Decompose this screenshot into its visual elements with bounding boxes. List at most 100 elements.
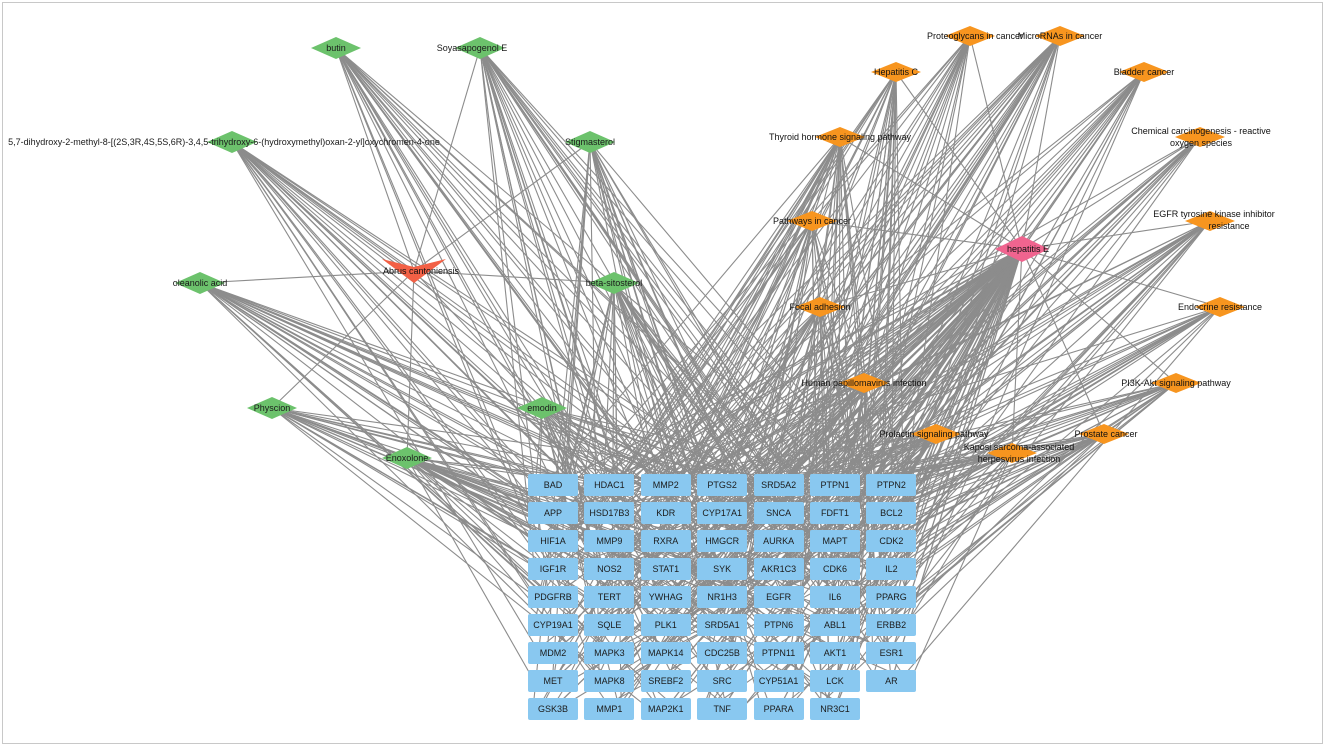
target-node[interactable]: SREBF2 [640, 670, 691, 692]
target-node[interactable]: HIF1A [528, 530, 578, 552]
pathway-node[interactable] [911, 424, 961, 444]
target-node[interactable]: APP [528, 502, 578, 524]
disease-node[interactable] [995, 236, 1049, 262]
target-node[interactable]: MMP1 [584, 698, 635, 720]
pathway-node[interactable] [795, 297, 845, 317]
pathway-label: resistance [1208, 221, 1249, 231]
target-node[interactable]: CDK2 [866, 530, 917, 552]
target-node[interactable]: TNF [697, 698, 748, 720]
edge-pathway-target [653, 136, 841, 542]
target-node[interactable]: PTPN6 [753, 614, 804, 636]
target-node[interactable]: ESR1 [866, 642, 917, 664]
edge-compound-target [406, 457, 678, 542]
target-node[interactable]: PPARG [866, 586, 917, 608]
target-node[interactable]: CDK6 [810, 558, 860, 580]
compound-node[interactable] [311, 37, 361, 59]
target-node[interactable]: MMP9 [584, 530, 635, 552]
target-node[interactable]: PTPN11 [753, 642, 804, 664]
pathway-node[interactable] [1185, 211, 1235, 231]
target-node[interactable]: TERT [584, 586, 635, 608]
target-node[interactable]: MAPK8 [584, 670, 635, 692]
target-node[interactable]: SRD5A1 [697, 614, 748, 636]
target-node[interactable]: ERBB2 [866, 614, 917, 636]
compound-node[interactable] [175, 272, 225, 294]
target-node[interactable]: STAT1 [640, 558, 691, 580]
target-node[interactable]: SRD5A2 [753, 474, 804, 496]
target-node[interactable]: ABL1 [810, 614, 860, 636]
compound-node[interactable] [247, 397, 297, 419]
target-node[interactable]: EGFR [753, 586, 804, 608]
compound-node[interactable] [455, 37, 505, 59]
target-node[interactable]: AKR1C3 [753, 558, 804, 580]
edge-pathway-target [533, 136, 1201, 514]
target-node[interactable]: HSD17B3 [584, 502, 635, 524]
pathway-node[interactable] [1175, 127, 1225, 147]
target-node[interactable]: MDM2 [528, 642, 578, 664]
compound-node[interactable] [382, 447, 432, 469]
target-node[interactable]: SYK [697, 558, 748, 580]
target-node[interactable]: PDGFRB [528, 586, 578, 608]
pathway-node[interactable] [1119, 62, 1169, 82]
compound-node[interactable] [589, 272, 639, 294]
target-node[interactable]: SNCA [753, 502, 804, 524]
pathway-node[interactable] [871, 62, 921, 82]
edge-compound-target [479, 47, 553, 626]
target-node[interactable]: RXRA [640, 530, 691, 552]
pathway-label: Chemical carcinogenesis - reactive [1131, 126, 1271, 136]
target-node[interactable]: YWHAG [640, 586, 691, 608]
pathway-node[interactable] [1151, 373, 1201, 393]
target-node[interactable]: IGF1R [528, 558, 578, 580]
target-node[interactable]: IL2 [866, 558, 917, 580]
target-node[interactable]: BCL2 [866, 502, 917, 524]
edge-disease-pathway [839, 136, 1023, 250]
target-node[interactable]: LCK [810, 670, 860, 692]
target-node[interactable]: GSK3B [528, 698, 578, 720]
target-node[interactable]: FDFT1 [810, 502, 860, 524]
target-node[interactable]: AURKA [753, 530, 804, 552]
target-node[interactable]: CYP17A1 [697, 502, 748, 524]
target-node[interactable]: MET [528, 670, 578, 692]
compound-node[interactable] [565, 131, 615, 153]
target-node[interactable]: NOS2 [584, 558, 635, 580]
compound-label: Physcion [254, 403, 291, 413]
pathway-node[interactable] [987, 443, 1037, 463]
compound-node[interactable] [207, 131, 257, 153]
target-node[interactable]: MMP2 [640, 474, 691, 496]
target-node[interactable]: HMGCR [697, 530, 748, 552]
edge-compound-target [613, 282, 772, 710]
target-node[interactable]: NR1H3 [697, 586, 748, 608]
target-node[interactable]: HDAC1 [584, 474, 635, 496]
pathway-node[interactable] [1195, 297, 1245, 317]
target-node[interactable]: SRC [697, 670, 748, 692]
pathway-node[interactable] [839, 373, 889, 393]
target-node[interactable]: CYP51A1 [753, 670, 804, 692]
target-node[interactable]: CDC25B [697, 642, 748, 664]
herb-node[interactable] [382, 259, 446, 283]
edge-disease-pathway [1021, 71, 1145, 250]
pathway-node[interactable] [945, 26, 995, 46]
target-node[interactable]: PTPN2 [866, 474, 917, 496]
target-node[interactable]: MAPT [810, 530, 860, 552]
target-node[interactable]: IL6 [810, 586, 860, 608]
target-node[interactable]: AR [866, 670, 917, 692]
target-node[interactable]: PTGS2 [697, 474, 748, 496]
target-node[interactable]: MAP2K1 [640, 698, 691, 720]
target-node[interactable]: AKT1 [810, 642, 860, 664]
target-node[interactable]: PPARA [753, 698, 804, 720]
target-node[interactable]: KDR [640, 502, 691, 524]
pathway-node[interactable] [1079, 424, 1129, 444]
target-node[interactable]: CYP19A1 [528, 614, 578, 636]
target-node[interactable]: MAPK3 [584, 642, 635, 664]
edge-pathway-target [544, 306, 821, 570]
target-node[interactable]: BAD [528, 474, 578, 496]
pathway-node[interactable] [1035, 26, 1085, 46]
target-node[interactable]: SQLE [584, 614, 635, 636]
edge-compound-target [231, 141, 786, 598]
target-node[interactable]: PLK1 [640, 614, 691, 636]
target-node[interactable]: NR3C1 [810, 698, 860, 720]
pathway-node[interactable] [787, 211, 837, 231]
pathway-node[interactable] [815, 127, 865, 147]
compound-node[interactable] [517, 397, 567, 419]
target-node[interactable]: PTPN1 [810, 474, 860, 496]
target-node[interactable]: MAPK14 [640, 642, 691, 664]
